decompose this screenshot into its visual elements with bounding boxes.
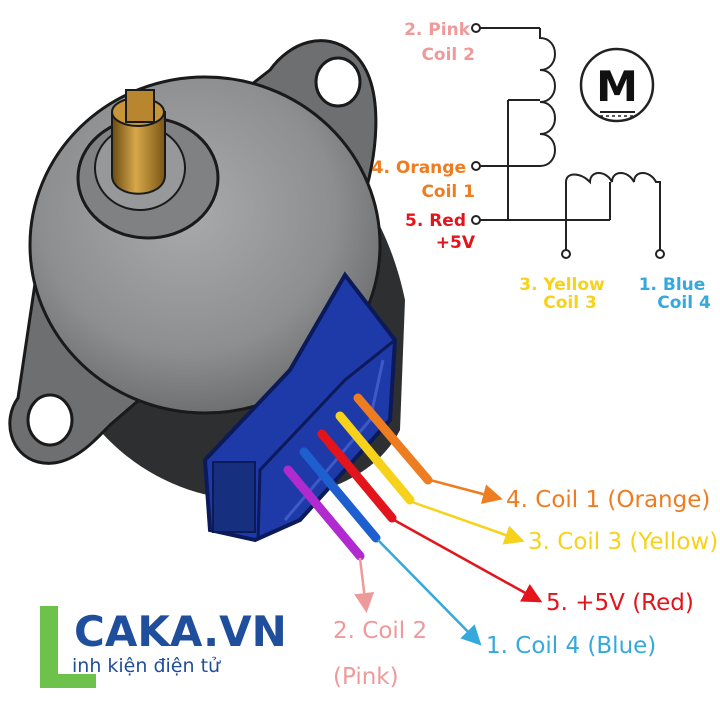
sch-blue-name: 1. Blue [639,275,706,295]
motor-symbol: M [579,47,655,123]
wire-purple [283,465,365,561]
arrow-yellow [411,500,525,545]
wire-red [317,429,397,523]
callout-arrows [354,478,543,646]
terminal-orange [471,161,481,171]
sch-yellow-name: 3. Yellow [519,275,605,295]
wiring-schematic [471,23,665,259]
sch-blue-coil: Coil 4 [657,293,711,313]
label-blue: 1. Coil 4 (Blue) [486,633,656,659]
mount-hole-top [314,56,362,108]
terminal-pink [471,23,481,33]
arrow-pink [354,557,375,613]
mount-hole-bottom [26,393,74,447]
coil-horizontal [565,172,661,250]
motor-wires [283,393,433,561]
sch-yellow-coil: Coil 3 [543,293,597,313]
label-yellow: 3. Coil 3 (Yellow) [528,529,718,555]
brand-logo: CAKA.VN inh kiện điện tử [40,606,287,688]
sch-red-name: 5. Red [405,211,466,231]
arrow-red [393,518,543,603]
wire-yellow [335,411,415,505]
terminal-yellow [561,249,571,259]
motor-shaft [111,89,166,195]
motor-symbol-letter: M [596,62,638,111]
terminal-red [471,215,481,225]
coil-vertical [539,28,556,167]
terminal-blue [655,249,665,259]
sch-orange-coil: Coil 1 [421,182,475,202]
label-red: 5. +5V (Red) [546,590,694,616]
wire-orange [353,393,433,485]
connector-housing [202,271,398,543]
label-orange: 4. Coil 1 (Orange) [506,487,710,513]
brand-l-mark [40,606,96,688]
label-pink-line1: 2. Coil 2 [333,618,427,644]
arrow-orange [429,478,503,504]
wire-blue [299,447,381,543]
arrow-blue [377,539,482,646]
sch-pink-coil: Coil 2 [421,45,475,65]
sch-orange-name: 4. Orange [372,158,466,178]
sch-red-coil: +5V [436,233,476,253]
brand-name: CAKA.VN [74,607,287,656]
stepper-motor-illustration [8,39,433,561]
label-pink-line2: (Pink) [333,664,399,690]
sch-pink-name: 2. Pink [404,20,471,40]
brand-tagline: inh kiện điện tử [72,655,221,677]
